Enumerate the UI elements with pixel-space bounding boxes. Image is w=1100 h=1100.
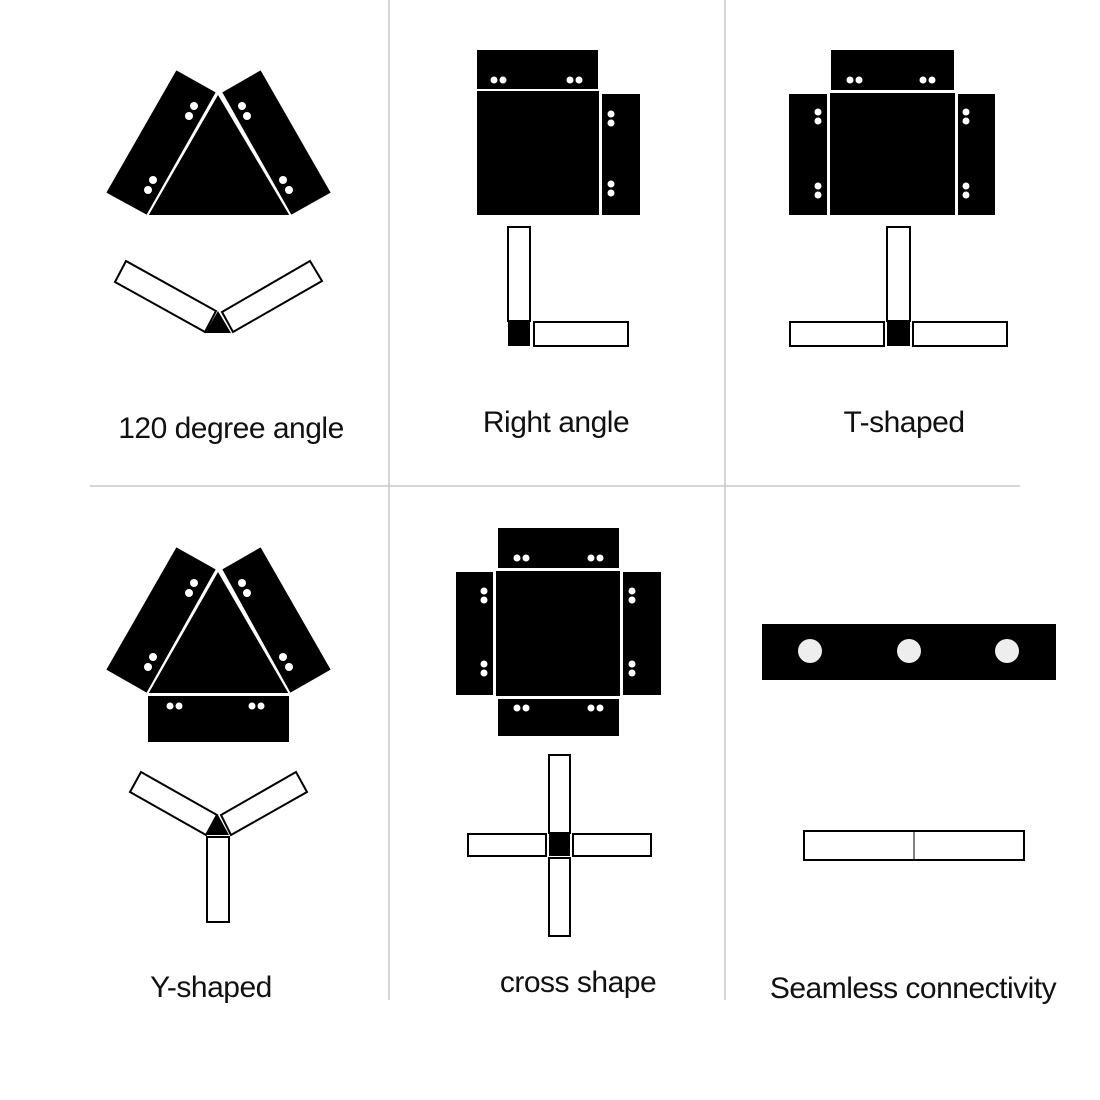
y-shaped-connector-plate	[103, 544, 334, 744]
label-y-shaped: Y-shaped	[150, 971, 272, 1004]
cross-light-bars	[467, 754, 652, 937]
label-cross-shape: cross shape	[500, 966, 656, 999]
right-angle-connector-plate	[475, 48, 642, 217]
panel-y-shaped: Y-shaped	[103, 544, 334, 1004]
120-degree-light-bars	[113, 259, 324, 334]
panel-120-degree: 120 degree angle	[103, 67, 344, 445]
label-120-degree-angle: 120 degree angle	[118, 412, 344, 445]
panel-t-shaped: T-shaped	[787, 48, 1008, 439]
grid-dividers	[90, 0, 1020, 1000]
t-shaped-connector-plate	[787, 48, 997, 217]
label-t-shaped: T-shaped	[843, 406, 964, 439]
joined-light-bars	[803, 830, 1025, 861]
cross-connector-plate	[454, 526, 663, 738]
120-degree-connector-plate	[103, 67, 334, 218]
label-right-angle: Right angle	[483, 406, 629, 439]
panel-cross-shape: cross shape	[454, 526, 663, 999]
label-seamless-connectivity: Seamless connectivity	[770, 972, 1057, 1005]
panel-seamless-connectivity: Seamless connectivity	[762, 624, 1057, 1005]
y-shaped-light-bars	[128, 770, 309, 923]
panel-right-angle: Right angle	[475, 48, 642, 439]
right-angle-light-bars	[507, 226, 629, 347]
t-shaped-light-bars	[789, 226, 1008, 347]
straight-connector-plate	[762, 624, 1056, 680]
